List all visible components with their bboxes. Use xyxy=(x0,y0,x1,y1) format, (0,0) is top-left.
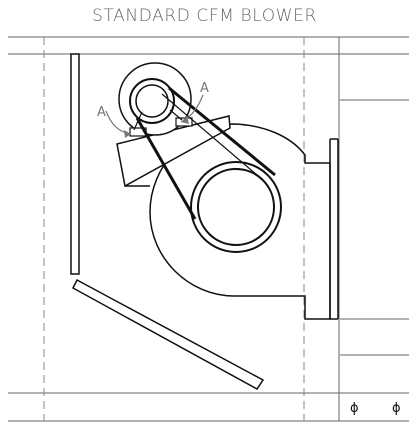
drive-belt xyxy=(135,86,276,220)
blower-pulley-outer xyxy=(190,161,282,253)
slanted-lower-panel xyxy=(72,278,265,390)
left-vertical-panel xyxy=(70,53,80,275)
belt-outer-upper xyxy=(168,86,276,177)
callout-label-right: A xyxy=(200,81,209,96)
slanted-panel xyxy=(72,278,265,390)
callout-arrowhead-right xyxy=(181,116,189,124)
phi-symbol-right: ϕ xyxy=(392,401,401,416)
callout-label-left: A xyxy=(97,105,106,120)
callout-arrowhead-left xyxy=(124,130,131,138)
page-title: STANDARD CFM BLOWER xyxy=(92,6,317,26)
left-panel xyxy=(70,53,80,275)
callouts: A A xyxy=(97,81,209,138)
blower-pulley-inner xyxy=(197,168,275,246)
motor-pulley-inner xyxy=(135,84,169,118)
motor xyxy=(118,62,193,137)
motor-bracket-right xyxy=(169,109,183,121)
phi-symbols: ϕ ϕ xyxy=(350,401,401,416)
frame-lines xyxy=(8,36,409,422)
belt-inner-upper xyxy=(161,93,265,182)
blower-pulley xyxy=(190,161,282,253)
belt-outer-lower xyxy=(135,117,197,220)
phi-symbol-left: ϕ xyxy=(350,401,359,416)
